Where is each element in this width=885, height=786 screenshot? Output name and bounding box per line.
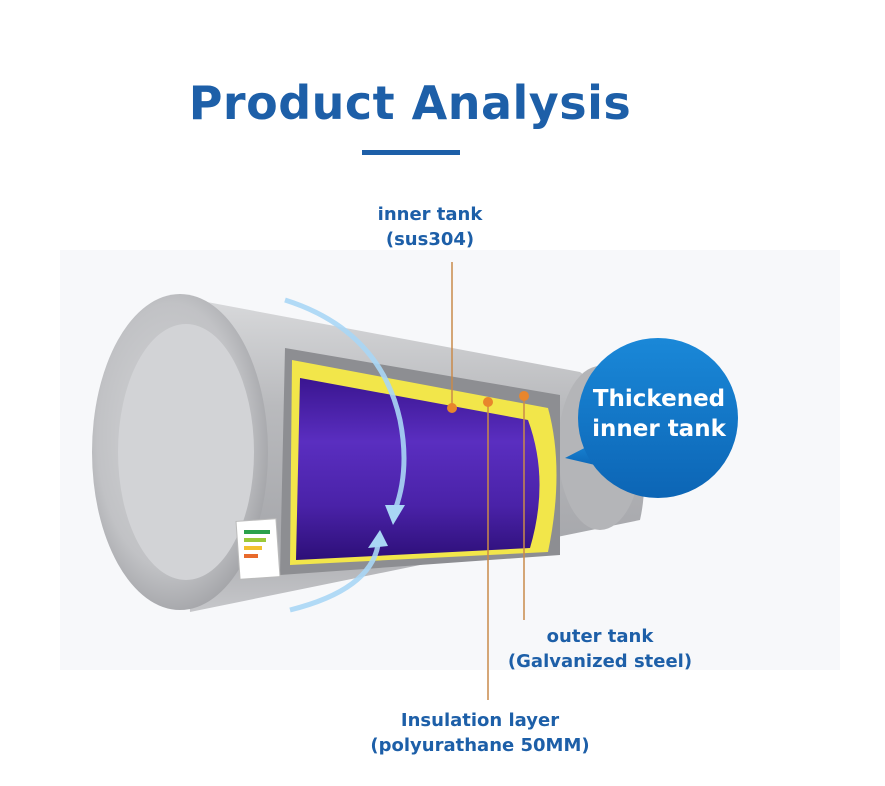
inner-tank	[296, 378, 540, 560]
marker-dot	[447, 403, 457, 413]
callout-bubble	[578, 338, 738, 498]
cylinder-left-cap-inner	[118, 324, 254, 580]
callout-bubble-text: Thickened inner tank	[585, 384, 733, 444]
flow-arrow-icon	[289, 544, 381, 613]
insulation-label: Insulation layer (polyurathane 50MM)	[330, 708, 630, 758]
flow-arrow-icon	[284, 297, 407, 511]
inner-tank-label: inner tank (sus304)	[350, 202, 510, 252]
marker-dot	[483, 397, 493, 407]
marker-dot	[519, 391, 529, 401]
sticker-bar	[244, 538, 266, 542]
sticker-bar	[244, 530, 270, 534]
inner-tank-label-line2: (sus304)	[385, 229, 475, 250]
bubble-line2: inner tank	[592, 416, 726, 442]
sticker-bar	[244, 554, 258, 558]
flow-arrowhead-icon	[385, 505, 405, 525]
insulation-label-line2: (polyurathane 50MM)	[370, 735, 590, 756]
insulation-label-line1: Insulation layer	[400, 710, 560, 731]
page-title: Product Analysis	[188, 76, 632, 130]
inner-tank-label-line1: inner tank	[377, 204, 483, 225]
outer-tank-label: outer tank (Galvanized steel)	[470, 624, 730, 674]
outer-tank-label-line1: outer tank	[546, 626, 654, 647]
sticker-bar	[244, 546, 262, 550]
outer-tank-label-line2: (Galvanized steel)	[507, 651, 693, 672]
title-underline	[362, 150, 460, 155]
bubble-line1: Thickened	[592, 386, 726, 412]
flow-arrowhead-icon	[368, 530, 388, 548]
